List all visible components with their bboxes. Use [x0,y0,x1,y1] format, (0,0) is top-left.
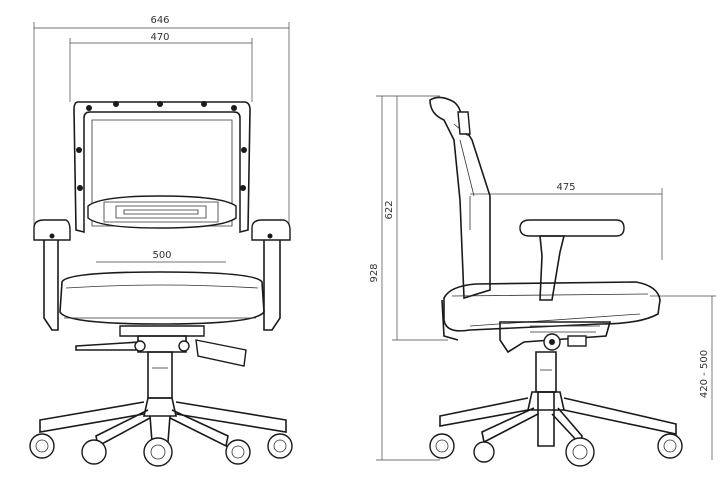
front-caster-3 [143,437,173,467]
front-backrest [73,101,251,234]
side-seat [441,281,661,341]
front-lumbar-support [87,195,237,229]
side-caster-2 [473,441,495,463]
front-armrest-right [251,219,291,331]
front-seat [59,271,265,325]
dimension-back-height: 622 [384,96,448,341]
label-back-height: 622 [384,200,395,219]
dimension-armrest-depth: 475 [470,182,663,260]
side-armrest [519,219,625,301]
label-overall-width: 646 [150,15,169,26]
side-caster-1 [429,433,455,459]
label-seat-depth: 500 [152,250,171,261]
dimension-total-height: 928 [369,95,440,461]
side-view: 928 622 475 420 - 500 [369,95,716,467]
side-gas-lift [535,351,557,447]
side-mechanism [499,321,612,354]
label-seat-width: 470 [150,32,169,43]
front-caster-2 [81,439,107,465]
front-armrest-left [33,219,71,331]
side-caster-3 [565,437,595,467]
front-star-base [39,397,287,448]
side-caster-4 [657,433,683,459]
front-gas-lift [147,351,173,399]
side-star-base [439,391,677,446]
side-backrest [429,96,491,300]
dimension-overall-width: 646 [33,15,290,235]
dimension-seat-depth: 500 [96,250,226,263]
front-view: 646 470 [29,15,293,467]
dimension-seat-height: 420 - 500 [650,295,716,460]
front-mechanism [75,325,247,367]
label-armrest-depth: 475 [556,182,575,193]
front-caster-1 [29,433,55,459]
front-caster-4 [225,439,251,465]
front-caster-5 [267,433,293,459]
label-seat-height: 420 - 500 [699,350,710,398]
dimension-seat-width: 470 [69,32,253,102]
label-total-height: 928 [369,263,380,282]
